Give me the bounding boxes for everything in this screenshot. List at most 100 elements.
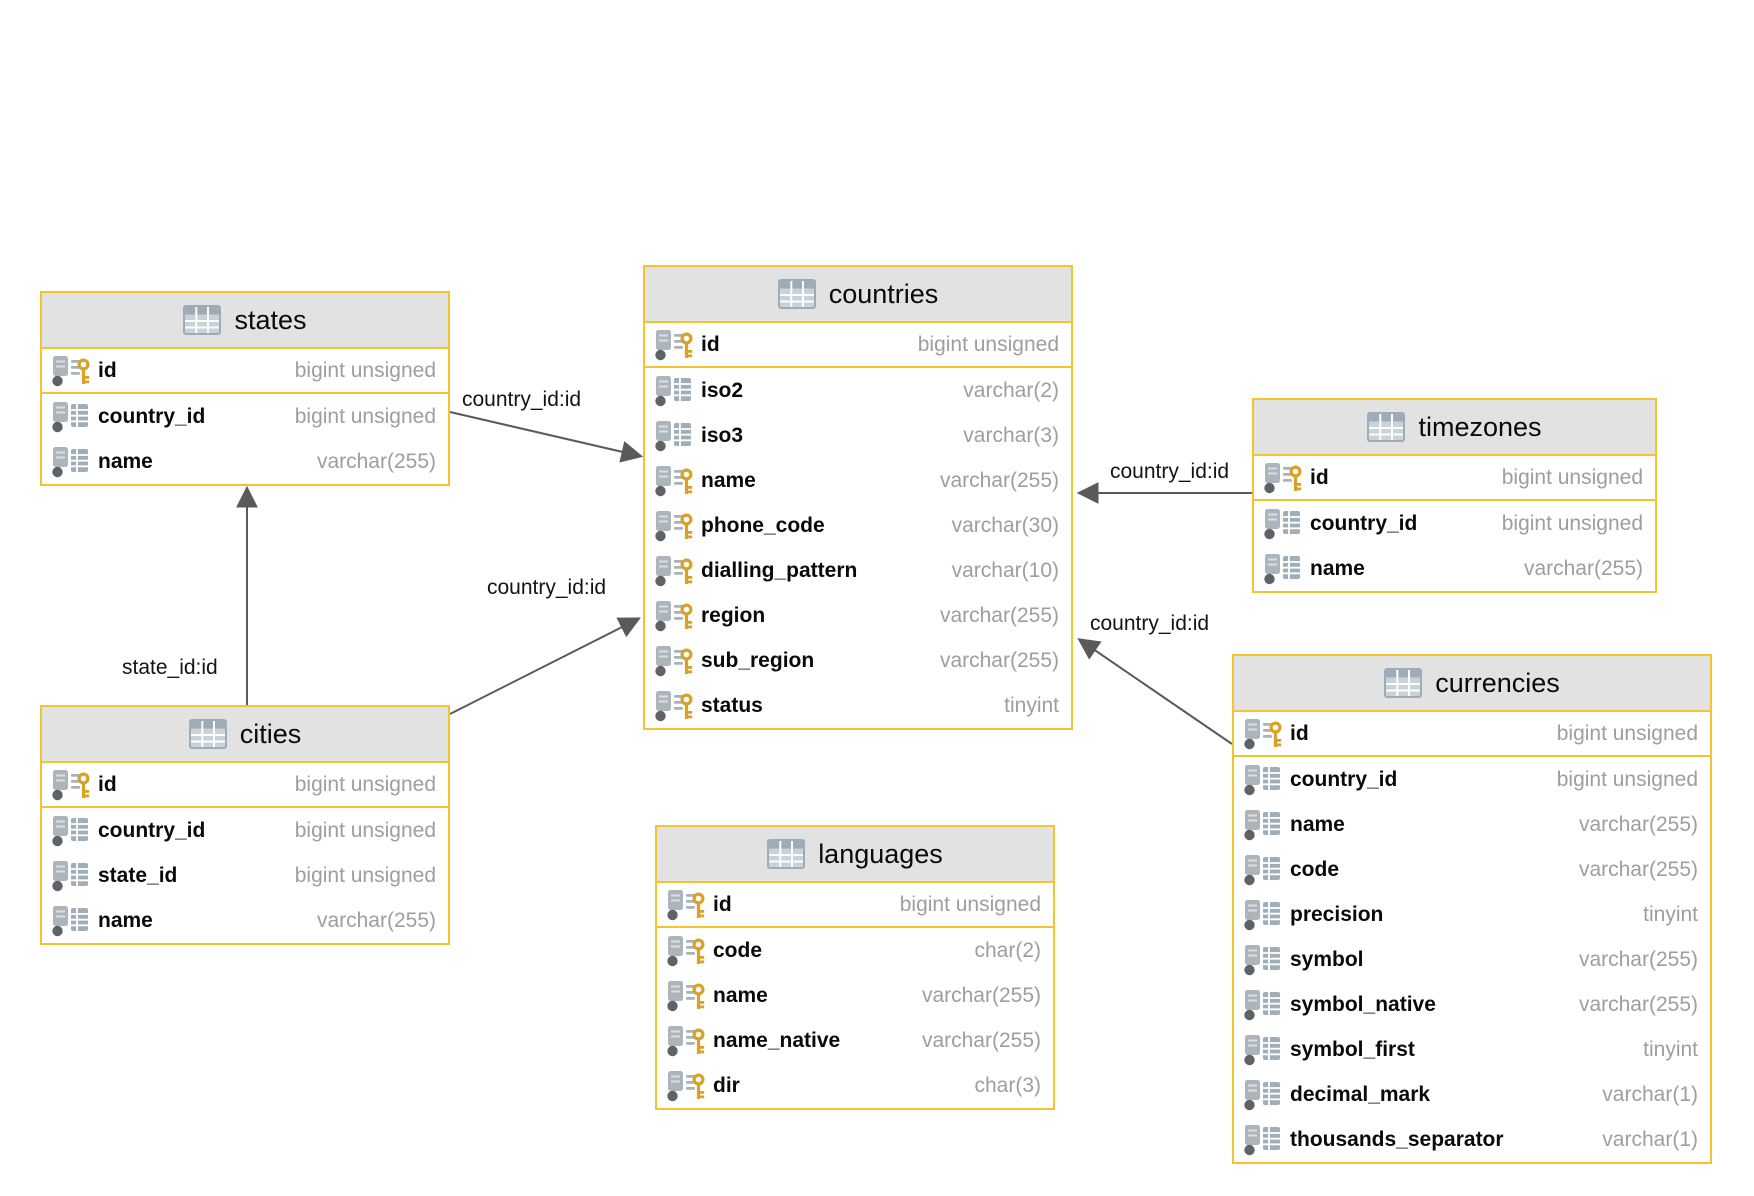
table-header[interactable]: languages — [657, 827, 1053, 883]
table-languages[interactable]: languages id bigint unsigned code char(2… — [655, 825, 1055, 1110]
grid-column-icon — [52, 400, 92, 434]
column-type: bigint unsigned — [1501, 511, 1643, 535]
grid-column-icon — [52, 859, 92, 893]
column-name: name — [701, 468, 756, 492]
column-type: bigint unsigned — [294, 404, 436, 428]
column-name: name_native — [713, 1028, 841, 1052]
column-row-decimal_mark[interactable]: decimal_mark varchar(1) — [1234, 1072, 1710, 1117]
table-states[interactable]: states id bigint unsigned country_id big… — [40, 291, 450, 486]
column-type: bigint unsigned — [294, 863, 436, 887]
column-row-id[interactable]: id bigint unsigned — [1254, 456, 1655, 501]
column-name: dir — [713, 1073, 740, 1097]
relation-line-cities-countries[interactable] — [449, 617, 641, 715]
column-row-code[interactable]: code varchar(255) — [1234, 847, 1710, 892]
column-name: id — [713, 892, 732, 916]
column-row-code[interactable]: code char(2) — [657, 928, 1053, 973]
relation-line-currencies-countries[interactable] — [1077, 638, 1233, 745]
table-header[interactable]: cities — [42, 707, 448, 763]
grid-column-icon — [52, 814, 92, 848]
table-timezones[interactable]: timezones id bigint unsigned country_id … — [1252, 398, 1657, 593]
column-type: varchar(10) — [951, 558, 1059, 582]
column-row-symbol[interactable]: symbol varchar(255) — [1234, 937, 1710, 982]
column-row-dir[interactable]: dir char(3) — [657, 1063, 1053, 1108]
relation-label: state_id:id — [122, 656, 218, 679]
column-name: code — [1290, 857, 1340, 881]
column-row-country_id[interactable]: country_id bigint unsigned — [42, 394, 448, 439]
column-row-status[interactable]: status tinyint — [645, 683, 1071, 728]
column-row-name[interactable]: name varchar(255) — [657, 973, 1053, 1018]
column-row-id[interactable]: id bigint unsigned — [645, 323, 1071, 368]
column-row-region[interactable]: region varchar(255) — [645, 593, 1071, 638]
column-row-state_id[interactable]: state_id bigint unsigned — [42, 853, 448, 898]
key-column-icon — [667, 934, 707, 968]
column-row-id[interactable]: id bigint unsigned — [42, 763, 448, 808]
column-type: char(2) — [974, 938, 1041, 962]
column-name: state_id — [98, 863, 178, 887]
grid-column-icon — [52, 445, 92, 479]
column-row-name[interactable]: name varchar(255) — [42, 898, 448, 943]
column-row-name[interactable]: name varchar(255) — [1234, 802, 1710, 847]
column-row-name_native[interactable]: name_native varchar(255) — [657, 1018, 1053, 1063]
column-row-precision[interactable]: precision tinyint — [1234, 892, 1710, 937]
grid-column-icon — [1264, 507, 1304, 541]
relation-label: country_id:id — [1090, 612, 1210, 635]
key-column-icon — [667, 979, 707, 1013]
column-row-dialling_pattern[interactable]: dialling_pattern varchar(10) — [645, 548, 1071, 593]
column-row-sub_region[interactable]: sub_region varchar(255) — [645, 638, 1071, 683]
table-title: countries — [828, 278, 939, 309]
column-name: country_id — [98, 404, 206, 428]
key-column-icon — [655, 644, 695, 678]
table-header[interactable]: timezones — [1254, 400, 1655, 456]
table-header[interactable]: currencies — [1234, 656, 1710, 712]
column-row-symbol_native[interactable]: symbol_native varchar(255) — [1234, 982, 1710, 1027]
column-row-name[interactable]: name varchar(255) — [1254, 546, 1655, 591]
table-countries[interactable]: countries id bigint unsigned iso2 varcha… — [643, 265, 1073, 730]
column-row-iso2[interactable]: iso2 varchar(2) — [645, 368, 1071, 413]
table-header[interactable]: states — [42, 293, 448, 349]
relation-line-states-countries[interactable] — [449, 411, 644, 463]
grid-column-icon — [1244, 943, 1284, 977]
column-type: varchar(30) — [951, 513, 1059, 537]
column-name: status — [701, 693, 763, 717]
column-type: varchar(2) — [963, 378, 1059, 402]
column-row-name[interactable]: name varchar(255) — [645, 458, 1071, 503]
key-column-icon — [52, 768, 92, 802]
column-name: id — [1290, 721, 1309, 745]
column-name: id — [98, 772, 117, 796]
column-row-symbol_first[interactable]: symbol_first tinyint — [1234, 1027, 1710, 1072]
column-name: id — [98, 358, 117, 382]
column-row-id[interactable]: id bigint unsigned — [657, 883, 1053, 928]
column-name: country_id — [1310, 511, 1418, 535]
column-row-name[interactable]: name varchar(255) — [42, 439, 448, 484]
key-column-icon — [655, 464, 695, 498]
column-row-iso3[interactable]: iso3 varchar(3) — [645, 413, 1071, 458]
grid-column-icon — [1244, 1033, 1284, 1067]
grid-column-icon — [1244, 853, 1284, 887]
column-type: bigint unsigned — [294, 772, 436, 796]
column-type: varchar(255) — [1523, 556, 1643, 580]
table-icon — [1384, 668, 1422, 698]
table-title: currencies — [1435, 667, 1560, 698]
column-name: id — [701, 332, 720, 356]
column-type: bigint unsigned — [294, 358, 436, 382]
column-row-country_id[interactable]: country_id bigint unsigned — [1234, 757, 1710, 802]
column-type: bigint unsigned — [1556, 721, 1698, 745]
table-header[interactable]: countries — [645, 267, 1071, 323]
key-column-icon — [1264, 461, 1304, 495]
column-name: phone_code — [701, 513, 825, 537]
table-currencies[interactable]: currencies id bigint unsigned country_id… — [1232, 654, 1712, 1164]
column-row-id[interactable]: id bigint unsigned — [42, 349, 448, 394]
column-name: sub_region — [701, 648, 815, 672]
key-column-icon — [667, 1069, 707, 1103]
column-name: region — [701, 603, 766, 627]
column-row-id[interactable]: id bigint unsigned — [1234, 712, 1710, 757]
column-row-country_id[interactable]: country_id bigint unsigned — [1254, 501, 1655, 546]
column-name: name — [98, 449, 153, 473]
column-row-country_id[interactable]: country_id bigint unsigned — [42, 808, 448, 853]
table-cities[interactable]: cities id bigint unsigned country_id big… — [40, 705, 450, 945]
column-row-thousands_separator[interactable]: thousands_separator varchar(1) — [1234, 1117, 1710, 1162]
column-row-phone_code[interactable]: phone_code varchar(30) — [645, 503, 1071, 548]
column-type: varchar(255) — [939, 648, 1059, 672]
relation-label: country_id:id — [487, 576, 607, 599]
